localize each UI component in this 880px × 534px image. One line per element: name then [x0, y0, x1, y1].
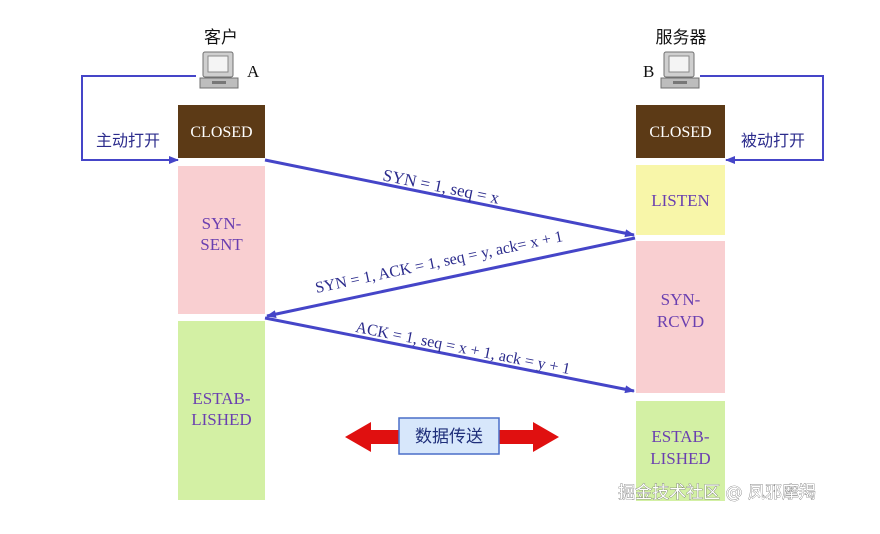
server-state-established — [636, 401, 725, 501]
server-state-syn-rcvd-line1: SYN- — [661, 290, 701, 309]
server-state-listen — [636, 165, 725, 235]
client-state-syn-sent-line1: SYN- — [202, 214, 242, 233]
server-passive-open-arrow — [700, 75, 824, 164]
server-computer-icon — [660, 51, 700, 89]
server-host-label: B — [643, 62, 654, 81]
client-state-closed-label: CLOSED — [190, 124, 252, 141]
client-title: 客户 — [204, 28, 238, 48]
client-state-established-line1: ESTAB- — [192, 389, 250, 408]
server-state-closed — [636, 105, 725, 158]
data-transfer-label: 数据传送 — [415, 427, 483, 447]
syn-message-label: SYN = 1, seq = x — [381, 166, 501, 208]
client-state-syn-sent-line2: SENT — [200, 235, 243, 254]
client-computer-icon — [199, 51, 239, 89]
client-state-closed — [178, 105, 265, 158]
data-transfer-box — [398, 417, 500, 455]
watermark: 掘金技术社区 @ 凤邪摩羯 — [618, 483, 816, 503]
server-title: 服务器 — [656, 28, 707, 48]
server-state-established-line2: LISHED — [650, 449, 710, 468]
syn-ack-message-label: SYN = 1, ACK = 1, seq = y, ack= x + 1 — [314, 228, 565, 297]
server-state-closed-label: CLOSED — [649, 124, 711, 141]
ack-message-label: ACK = 1, seq = x + 1, ack = y + 1 — [354, 319, 572, 378]
server-passive-open-label: 被动打开 — [741, 131, 805, 150]
client-host-label: A — [247, 62, 260, 81]
client-active-open-label: 主动打开 — [96, 131, 160, 150]
server-state-syn-rcvd-line2: RCVD — [657, 312, 704, 331]
syn-ack-arrow — [266, 236, 636, 319]
syn-arrow — [264, 158, 635, 238]
server-state-listen-label: LISTEN — [651, 191, 710, 210]
ack-arrow — [264, 316, 635, 394]
client-state-syn-sent — [178, 166, 265, 314]
client-state-established — [178, 321, 265, 500]
server-state-syn-rcvd — [636, 241, 725, 393]
server-state-established-line1: ESTAB- — [651, 427, 709, 446]
client-active-open-arrow — [81, 75, 196, 164]
client-state-established-line2: LISHED — [191, 410, 251, 429]
